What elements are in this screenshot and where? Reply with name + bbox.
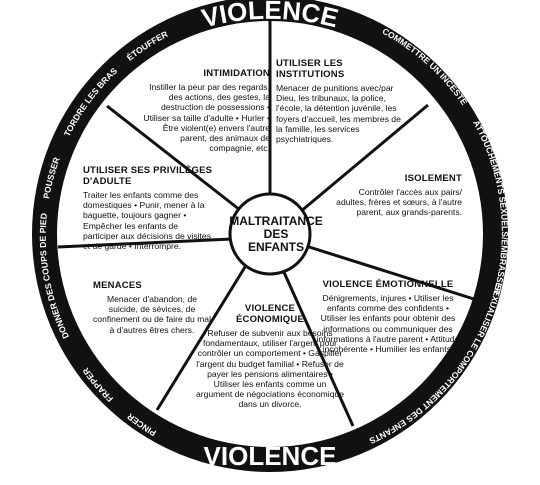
- segment-intimidation: INTIMIDATION Instiller la peur par des r…: [142, 68, 270, 153]
- segment-title: VIOLENCE ÉCONOMIQUE: [236, 303, 304, 325]
- segment-title: MENACES: [93, 280, 142, 291]
- spoke: [155, 266, 247, 411]
- segment-violence-economique: VIOLENCE ÉCONOMIQUE Refuser de subvenir …: [195, 303, 345, 410]
- segment-title: VIOLENCE ÉMOTIONNELLE: [322, 279, 454, 290]
- spoke: [57, 237, 233, 249]
- segment-text: Menacer d'abandon, de suicide, de sévice…: [93, 294, 211, 335]
- segment-text: Menacer de punitions avec/par Dieu, les …: [276, 83, 401, 145]
- segment-text: Traiter les enfants comme des domestique…: [83, 190, 212, 252]
- segment-isolement: ISOLEMENT Contrôler l'accès aux pairs/ a…: [332, 173, 462, 218]
- segment-title: ISOLEMENT: [404, 173, 462, 184]
- spoke: [106, 104, 241, 212]
- spoke: [281, 269, 355, 427]
- segment-title: INTIMIDATION: [203, 68, 270, 79]
- spoke: [305, 244, 478, 302]
- spoke: [299, 103, 429, 214]
- center-line-3: ENFANTS: [247, 240, 304, 254]
- segment-privileges-adulte: UTILISER SES PRIVILÈGES D'ADULTE Traiter…: [83, 165, 213, 251]
- center-line-1: MALTRAITANCE: [229, 214, 323, 228]
- bottom-violence-title: VIOLENCE: [204, 441, 337, 471]
- segment-violence-emotionnelle: VIOLENCE ÉMOTIONNELLE Dénigrements, inju…: [314, 279, 462, 354]
- segment-institutions: UTILISER LES INSTITUTIONS Menacer de pun…: [276, 58, 404, 144]
- center-hub: [228, 192, 312, 276]
- segment-title: UTILISER LES INSTITUTIONS: [276, 58, 345, 80]
- center-line-2: DES: [263, 227, 289, 241]
- segment-text: Refuser de subvenir aux besoins fondamen…: [195, 328, 345, 410]
- segment-menaces: MENACES Menacer d'abandon, de suicide, d…: [93, 280, 211, 335]
- wheel-spokes: [57, 21, 478, 427]
- segment-text: Contrôler l'accès aux pairs/ adultes, fr…: [336, 187, 462, 218]
- center-label: MALTRAITANCE DES ENFANTS: [223, 215, 329, 254]
- segment-title: UTILISER SES PRIVILÈGES D'ADULTE: [83, 165, 213, 187]
- segment-text: Instiller la peur par des regards, des a…: [143, 82, 270, 154]
- segment-text: Dénigrements, injures • Utiliser les enf…: [316, 293, 460, 355]
